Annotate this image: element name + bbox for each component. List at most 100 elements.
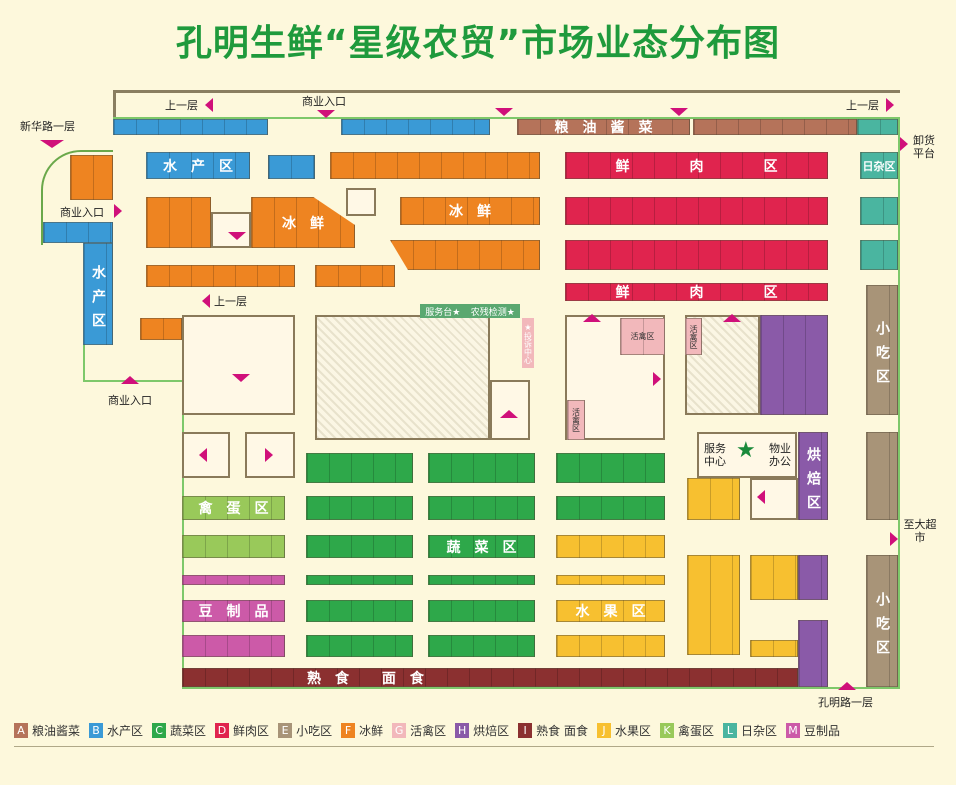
legend-swatch: D [215, 723, 230, 738]
legend-swatch: A [14, 723, 28, 738]
building-block [182, 315, 295, 415]
property-office-label[interactable]: 物业办公 [769, 442, 791, 468]
aquatic-stalls [341, 119, 490, 135]
grocery-stalls [860, 197, 898, 225]
arrow-left-icon [199, 448, 207, 462]
frozen-stalls [146, 265, 295, 287]
grocery-stalls [860, 240, 898, 270]
zone-frozen-1: 冰鲜 [251, 197, 355, 248]
zone-live-poultry-3: 活禽区 [685, 318, 702, 355]
legend-divider [14, 746, 934, 747]
legend-label: 鲜肉区 [233, 724, 270, 738]
bakery-stalls [760, 315, 828, 415]
legend-label: 蔬菜区 [170, 724, 207, 738]
fruit-stalls [556, 575, 665, 585]
vegetable-stalls [306, 575, 413, 585]
aquatic-stalls [43, 222, 113, 243]
legend-label: 水产区 [107, 724, 144, 738]
legend-label: 粮油酱菜 [32, 724, 81, 738]
aquatic-stalls [268, 155, 315, 179]
bakery-stalls [798, 620, 828, 687]
vegetable-stalls [306, 496, 413, 520]
legend-label: 活禽区 [410, 724, 447, 738]
arrow-up-icon [583, 314, 601, 322]
legend-label: 水果区 [614, 724, 651, 738]
arrow-right-icon [114, 204, 122, 218]
tofu-stalls [182, 575, 285, 585]
arrow-right-icon [653, 372, 661, 386]
upstairs-label: 上一层 [165, 99, 198, 112]
fruit-stalls [750, 555, 798, 600]
service-desk-label[interactable]: 服务台★ [425, 307, 461, 318]
map-title: 孔明生鲜“星级农贸”市场业态分布图 [175, 23, 781, 64]
zone-vegetable: 蔬菜区 [428, 535, 535, 558]
arrow-down-icon [317, 110, 335, 118]
zone-deli: 熟食 面食 [182, 668, 798, 687]
zone-frozen-2: 冰鲜 [400, 197, 540, 225]
complaint-center[interactable]: ★投诉中心 [522, 318, 534, 368]
unloading-platform-label: 卸货平台 [913, 134, 935, 160]
zone-grain-oil: 粮油酱菜 [517, 119, 690, 136]
legend-item: A 粮油酱菜 [14, 722, 80, 739]
frozen-stalls [315, 265, 395, 287]
arrow-down-icon [40, 140, 64, 148]
arrow-left-icon [202, 294, 210, 308]
tofu-stalls [182, 635, 285, 657]
legend-swatch: M [786, 723, 800, 738]
legend-label: 烘焙区 [473, 724, 510, 738]
legend-label: 熟食 面食 [536, 724, 588, 738]
upstairs-label: 上一层 [846, 99, 879, 112]
legend-swatch: F [341, 723, 356, 738]
legend-label: 日杂区 [740, 724, 777, 738]
right-wall [898, 117, 900, 689]
wall [113, 117, 898, 119]
zone-fruit: 水果区 [556, 600, 665, 622]
zone-live-poultry-2: 活禽区 [567, 400, 585, 440]
frozen-stalls [70, 155, 113, 200]
legend-label: 冰鲜 [359, 724, 384, 738]
arrow-right-icon [890, 532, 898, 546]
legend-swatch: C [152, 723, 167, 738]
legend-swatch: B [89, 723, 104, 738]
kongming-road-label: 孔明路一层 [818, 696, 873, 709]
fruit-stalls [556, 635, 665, 657]
legend-swatch: H [455, 723, 470, 738]
pesticide-test-label[interactable]: 农残检测★ [470, 307, 515, 318]
arrow-down-icon [232, 374, 250, 382]
egg-stalls [182, 535, 285, 558]
zone-live-poultry-1: 活禽区 [620, 318, 665, 355]
building-block [315, 315, 490, 440]
service-office [697, 432, 797, 478]
top-wall [113, 90, 900, 93]
wall [113, 90, 116, 118]
building-block [685, 315, 760, 415]
zone-poultry-egg: 禽蛋区 [182, 496, 285, 520]
vegetable-stalls [428, 453, 535, 483]
frozen-stalls [140, 318, 182, 340]
legend-swatch: I [518, 723, 533, 738]
fruit-stalls [556, 535, 665, 558]
entrance-top-label: 商业入口 [302, 95, 346, 108]
service-center-label[interactable]: 服务中心 [704, 442, 726, 468]
legend-item: M 豆制品 [786, 722, 840, 739]
entrance-bottom-label: 商业入口 [108, 394, 152, 407]
zone-aquatic-top: 水产区 [146, 152, 250, 179]
zone-bakery: 烘焙区 [798, 432, 828, 520]
vegetable-stalls [428, 496, 535, 520]
arrow-left-icon [757, 490, 765, 504]
arrow-right-icon [900, 137, 908, 151]
zone-snack-1: 小吃区 [866, 285, 898, 415]
meat-stalls [565, 197, 828, 225]
fruit-stalls [750, 640, 798, 657]
legend-label: 豆制品 [804, 724, 841, 738]
vegetable-stalls [428, 635, 535, 657]
bakery-stalls [798, 555, 828, 600]
